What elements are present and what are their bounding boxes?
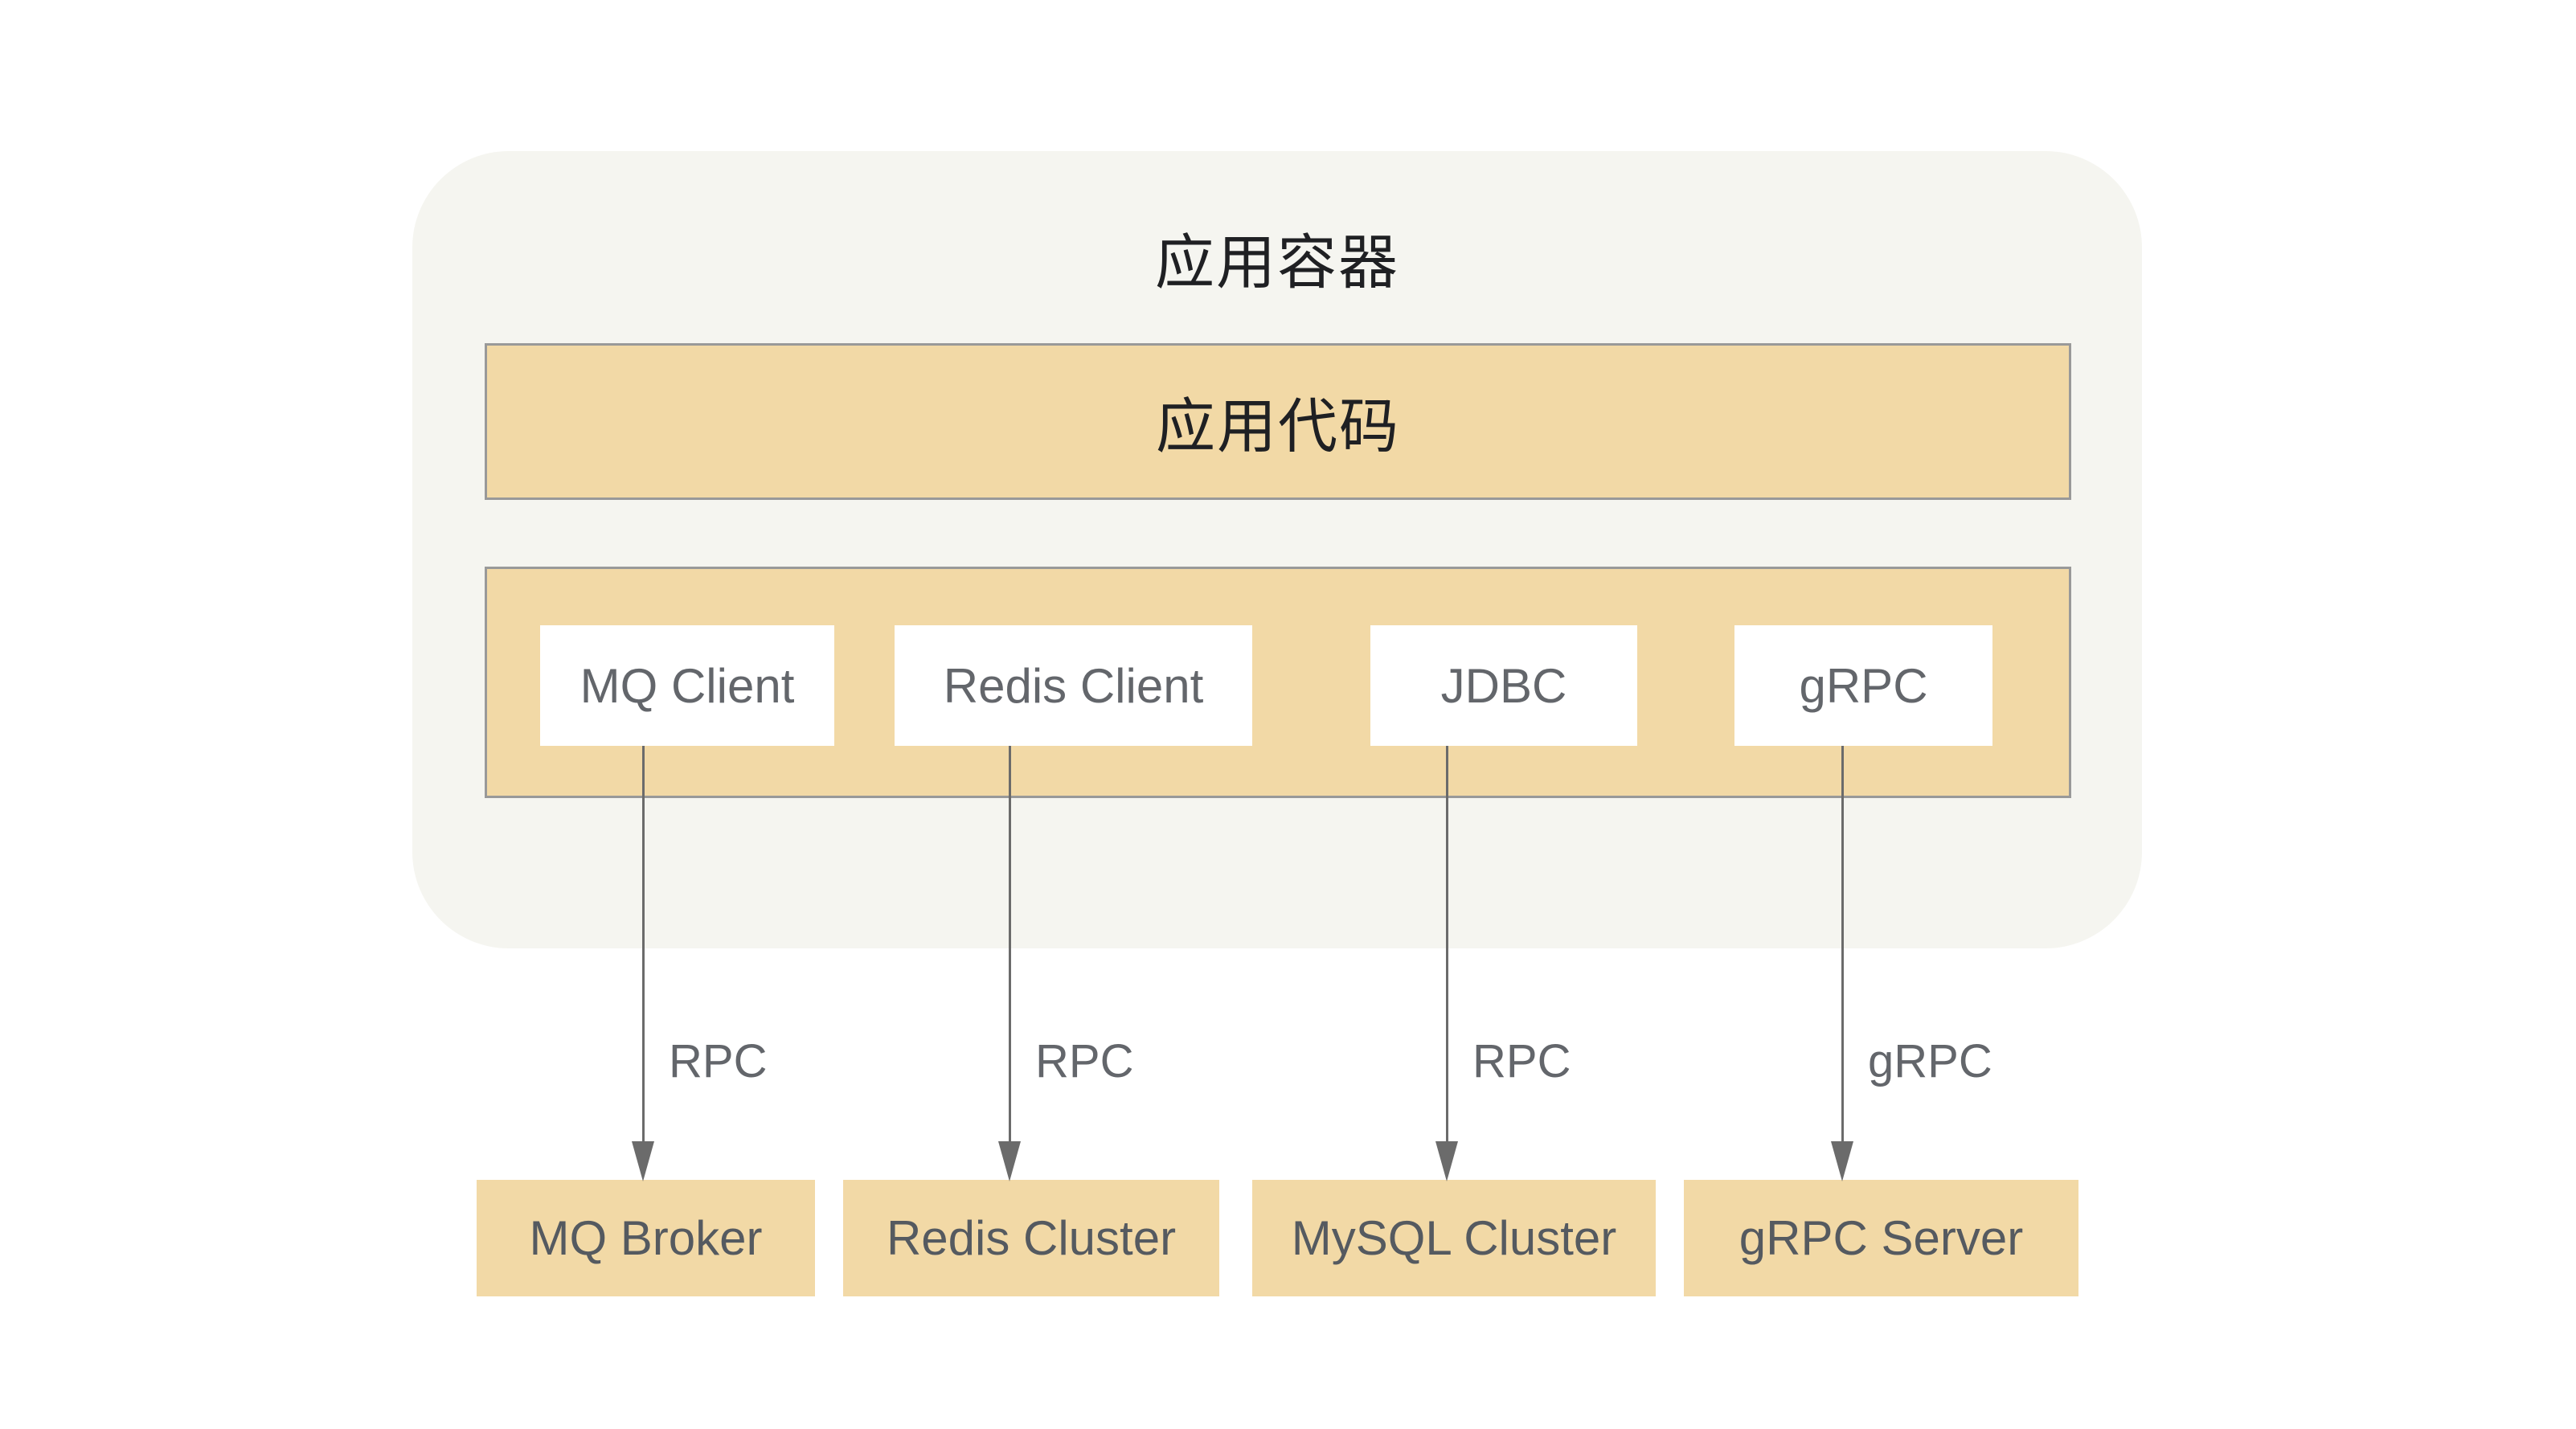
arrow-head-icon [632,1141,654,1181]
target-box-mysql-cluster: MySQL Cluster [1252,1180,1656,1296]
app-code-box: 应用代码 [485,343,2071,500]
app-container-box [412,151,2142,948]
connection-label-jdbc: RPC [1472,1035,1571,1087]
arrow-line-grpc [1841,746,1844,1145]
arrow-head-icon [998,1141,1021,1181]
arrow-head-icon [1435,1141,1458,1181]
arrow-head-icon [1831,1141,1853,1181]
app-container-title: 应用容器 [1155,229,1399,296]
client-box-grpc: gRPC [1734,625,1992,746]
arrow-line-redis [1008,746,1011,1145]
arrow-line-jdbc [1445,746,1448,1145]
app-code-label: 应用代码 [1156,393,1400,460]
arrow-line-mq [641,746,645,1145]
connection-label-redis: RPC [1035,1035,1134,1087]
target-box-redis-cluster: Redis Cluster [843,1180,1219,1296]
client-box-jdbc: JDBC [1370,625,1637,746]
target-box-grpc-server: gRPC Server [1684,1180,2078,1296]
client-box-mq-client: MQ Client [540,625,834,746]
client-box-redis-client: Redis Client [895,625,1252,746]
connection-label-mq: RPC [669,1035,768,1087]
connection-label-grpc: gRPC [1868,1035,1992,1087]
target-box-mq-broker: MQ Broker [477,1180,815,1296]
